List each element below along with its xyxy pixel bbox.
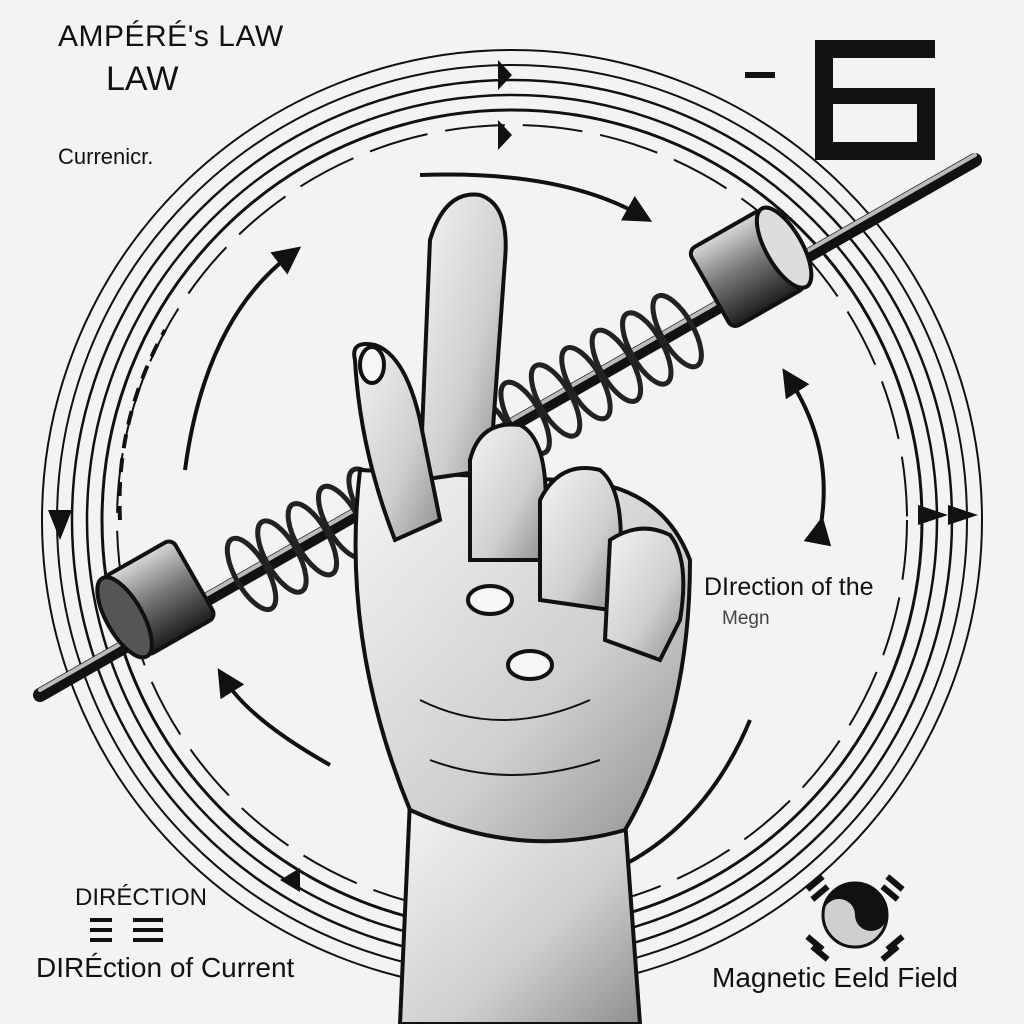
direction-of-magnetic-label: DIrection of the xyxy=(704,573,874,601)
direction-of-current-label: DIRÉction of Current xyxy=(36,952,295,983)
magnetic-field-label: Magnetic Eeld Field xyxy=(712,962,958,993)
coil-end-caps xyxy=(95,205,814,660)
title-line-2: LAW xyxy=(106,60,179,98)
title-line-1: AMPÉRÉ's LAW xyxy=(58,20,284,53)
hand xyxy=(352,192,693,1024)
current-label: Currenicr. xyxy=(58,144,154,169)
taegeuk-symbol-icon xyxy=(805,874,905,962)
ring-arrowheads xyxy=(48,60,978,892)
korean-glyph-icon xyxy=(745,40,935,160)
direction-label: DIRÉCTION xyxy=(75,884,207,911)
glyph-marks xyxy=(90,918,163,942)
magnetic-fragment-label: Megn xyxy=(722,608,770,629)
